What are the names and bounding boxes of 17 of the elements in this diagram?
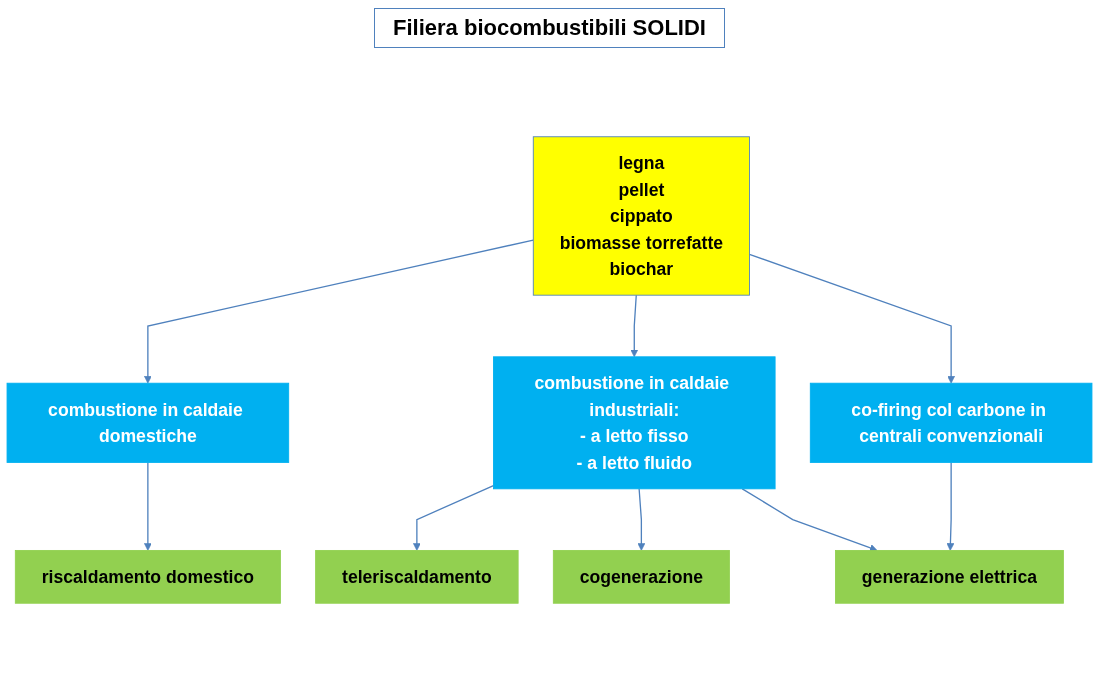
arrow [946, 461, 955, 551]
arrow [630, 294, 639, 358]
arrow [144, 239, 534, 384]
node-box: combustione in caldaie domestiche [6, 382, 290, 463]
arrow [741, 488, 878, 552]
arrow [413, 484, 495, 551]
node-box: combustione in caldaie industriali: - a letto fisso - a letto fluido [493, 356, 776, 490]
node-box: riscaldamento domestico [14, 550, 281, 604]
node-box: generazione elettrica [835, 550, 1064, 604]
node-box: cogenerazione [552, 550, 730, 604]
node-box: legna pellet cippato biomasse torrefatte biochar [532, 136, 750, 296]
arrow [144, 461, 152, 551]
node-box: co-firing col carbone in centrali convenzionali [809, 382, 1093, 463]
title: Filiera biocombustibili SOLIDI [374, 8, 725, 48]
node-box: teleriscaldamento [315, 550, 519, 604]
arrow [637, 488, 646, 551]
arrow [748, 253, 955, 384]
